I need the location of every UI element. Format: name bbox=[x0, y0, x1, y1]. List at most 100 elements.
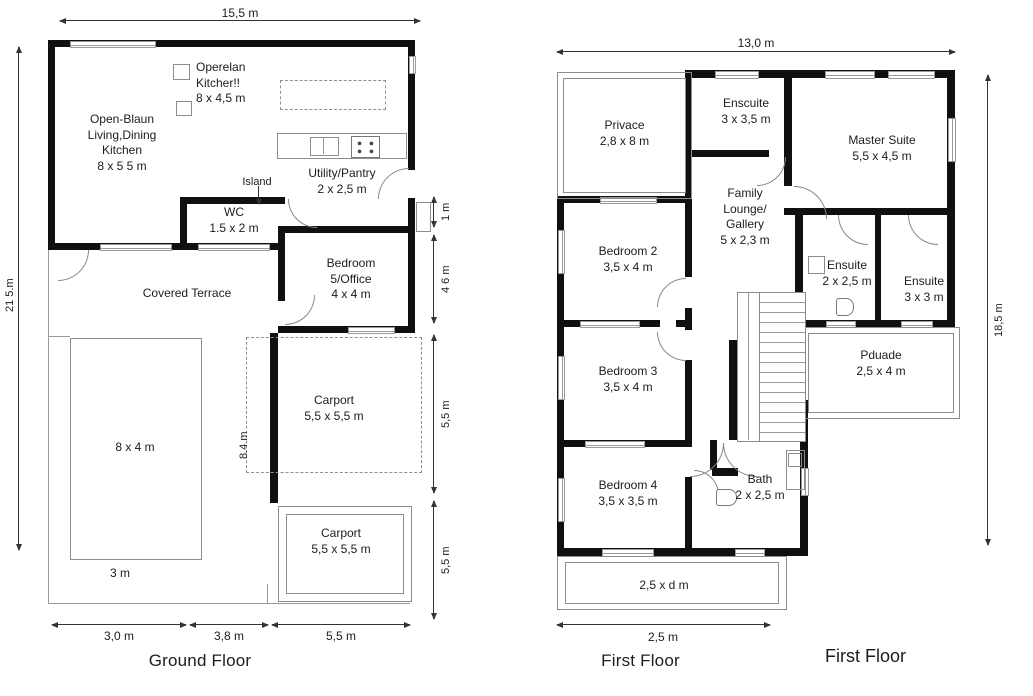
wall-segment bbox=[685, 308, 692, 330]
thin-outline bbox=[808, 333, 954, 413]
wall-segment bbox=[285, 226, 415, 233]
window bbox=[948, 118, 956, 162]
window bbox=[558, 230, 565, 274]
carport-lower-outline bbox=[278, 506, 412, 602]
window bbox=[100, 244, 172, 251]
door-arc bbox=[58, 250, 89, 281]
wall-segment bbox=[712, 468, 738, 476]
staircase bbox=[759, 292, 806, 442]
wall-segment bbox=[408, 198, 415, 333]
driveway-dim-label: 8.4 m bbox=[238, 431, 250, 459]
door-arc bbox=[757, 157, 786, 186]
ground-floor-title: Ground Floor bbox=[148, 651, 252, 670]
dim-label: 4 6 m bbox=[440, 265, 452, 293]
window bbox=[558, 478, 565, 522]
window bbox=[801, 468, 809, 496]
cabinet-icon bbox=[173, 64, 190, 80]
thin-outline bbox=[565, 562, 779, 604]
thin-line bbox=[748, 292, 749, 440]
dimension-line bbox=[189, 621, 269, 628]
wall-segment bbox=[692, 150, 769, 157]
door-arc bbox=[794, 186, 827, 219]
toilet-icon bbox=[836, 298, 854, 316]
dimension-line bbox=[556, 48, 956, 55]
room-label-bedroom5: Bedroom 5/Office 4 x 4 m bbox=[326, 256, 376, 302]
dim-label: 15,5 m bbox=[221, 6, 259, 20]
sink-icon bbox=[310, 137, 339, 156]
room-label-bedroom3: Bedroom 3 3,5 x 4 m bbox=[598, 364, 658, 394]
wall-segment bbox=[278, 326, 415, 333]
dimension-line bbox=[430, 500, 437, 620]
dim-label: 21 5.m bbox=[4, 278, 16, 312]
dimension-line bbox=[15, 46, 22, 551]
window bbox=[409, 56, 416, 74]
shower-outline bbox=[786, 450, 805, 490]
dimension-line bbox=[51, 621, 187, 628]
pool-outline bbox=[70, 338, 202, 560]
privace-outline bbox=[557, 72, 692, 199]
wall-segment bbox=[48, 40, 415, 47]
stove-icon bbox=[351, 136, 380, 158]
thin-outline bbox=[286, 514, 404, 594]
window bbox=[558, 356, 565, 400]
dim-label: 13,0 m bbox=[737, 36, 775, 50]
dimension-line bbox=[271, 621, 411, 628]
dimension-line bbox=[430, 234, 437, 324]
wall-segment bbox=[685, 70, 692, 277]
thin-line bbox=[48, 336, 70, 337]
wall-segment bbox=[408, 40, 415, 170]
dim-label: 2,5 m bbox=[647, 630, 678, 644]
dim-label: 5,5 m bbox=[440, 400, 452, 428]
thin-line bbox=[48, 250, 49, 604]
dim-label: 5,5 m bbox=[440, 546, 452, 574]
door-arc bbox=[908, 215, 938, 245]
wall-segment bbox=[875, 215, 881, 320]
closet-outline bbox=[737, 292, 761, 442]
window bbox=[888, 71, 935, 79]
toilet-icon bbox=[716, 489, 737, 506]
cabinet-icon bbox=[176, 101, 192, 116]
room-label-kitchen-note: Operelan Kitcher!! 8 x 4,5 m bbox=[196, 60, 246, 106]
window bbox=[70, 41, 156, 48]
room-label-bath: Bath 2 x 2,5 m bbox=[735, 472, 785, 502]
wall-segment bbox=[685, 360, 692, 443]
balcony-size-label: 2,5 x d m bbox=[639, 578, 689, 592]
wall-segment bbox=[180, 197, 187, 250]
dimension-line bbox=[59, 17, 421, 24]
room-label-enscuite: Enscuite 3 x 3,5 m bbox=[721, 96, 771, 126]
sink-icon bbox=[808, 256, 825, 274]
door-arc bbox=[657, 332, 686, 361]
wall-segment bbox=[795, 320, 955, 327]
door-arc bbox=[288, 199, 317, 228]
room-label-island: Island bbox=[242, 176, 272, 188]
door-arc bbox=[838, 215, 868, 245]
dim-label: 1 m bbox=[440, 202, 452, 222]
wall-segment bbox=[48, 40, 55, 250]
room-label-wc: WC 1.5 x 2 m bbox=[209, 205, 259, 235]
dim-label: 3,8 m bbox=[213, 629, 244, 643]
wall-segment bbox=[557, 548, 807, 556]
thin-line bbox=[48, 603, 410, 604]
kitchen-island-outline bbox=[280, 80, 386, 110]
room-label-carport-lower: Carport 5,5 x 5,5 m bbox=[311, 526, 371, 556]
dim-label: 5,5 m bbox=[325, 629, 356, 643]
window bbox=[825, 71, 875, 79]
room-label-master-suite: Master Suite 5,5 x 4,5 m bbox=[848, 133, 916, 163]
window bbox=[198, 244, 270, 251]
wall-segment bbox=[784, 70, 792, 186]
window bbox=[580, 321, 640, 328]
wall-segment bbox=[685, 70, 955, 78]
room-label-privace: Privace 2,8 x 8 m bbox=[599, 118, 650, 148]
island-pointer-arrow bbox=[256, 186, 262, 205]
window bbox=[348, 327, 395, 334]
dim-label: 3,0 m bbox=[103, 629, 134, 643]
window bbox=[585, 441, 645, 448]
dimension-line bbox=[430, 196, 437, 228]
entry-step bbox=[416, 202, 431, 232]
room-label-carport-upper: Carport 5,5 x 5,5 m bbox=[304, 393, 364, 423]
room-label-bedroom2: Bedroom 2 3,5 x 4 m bbox=[598, 244, 658, 274]
dimension-line bbox=[430, 334, 437, 494]
thin-line bbox=[267, 584, 268, 604]
first-floor-title: First Floor bbox=[601, 651, 680, 670]
thin-outline bbox=[563, 78, 686, 193]
